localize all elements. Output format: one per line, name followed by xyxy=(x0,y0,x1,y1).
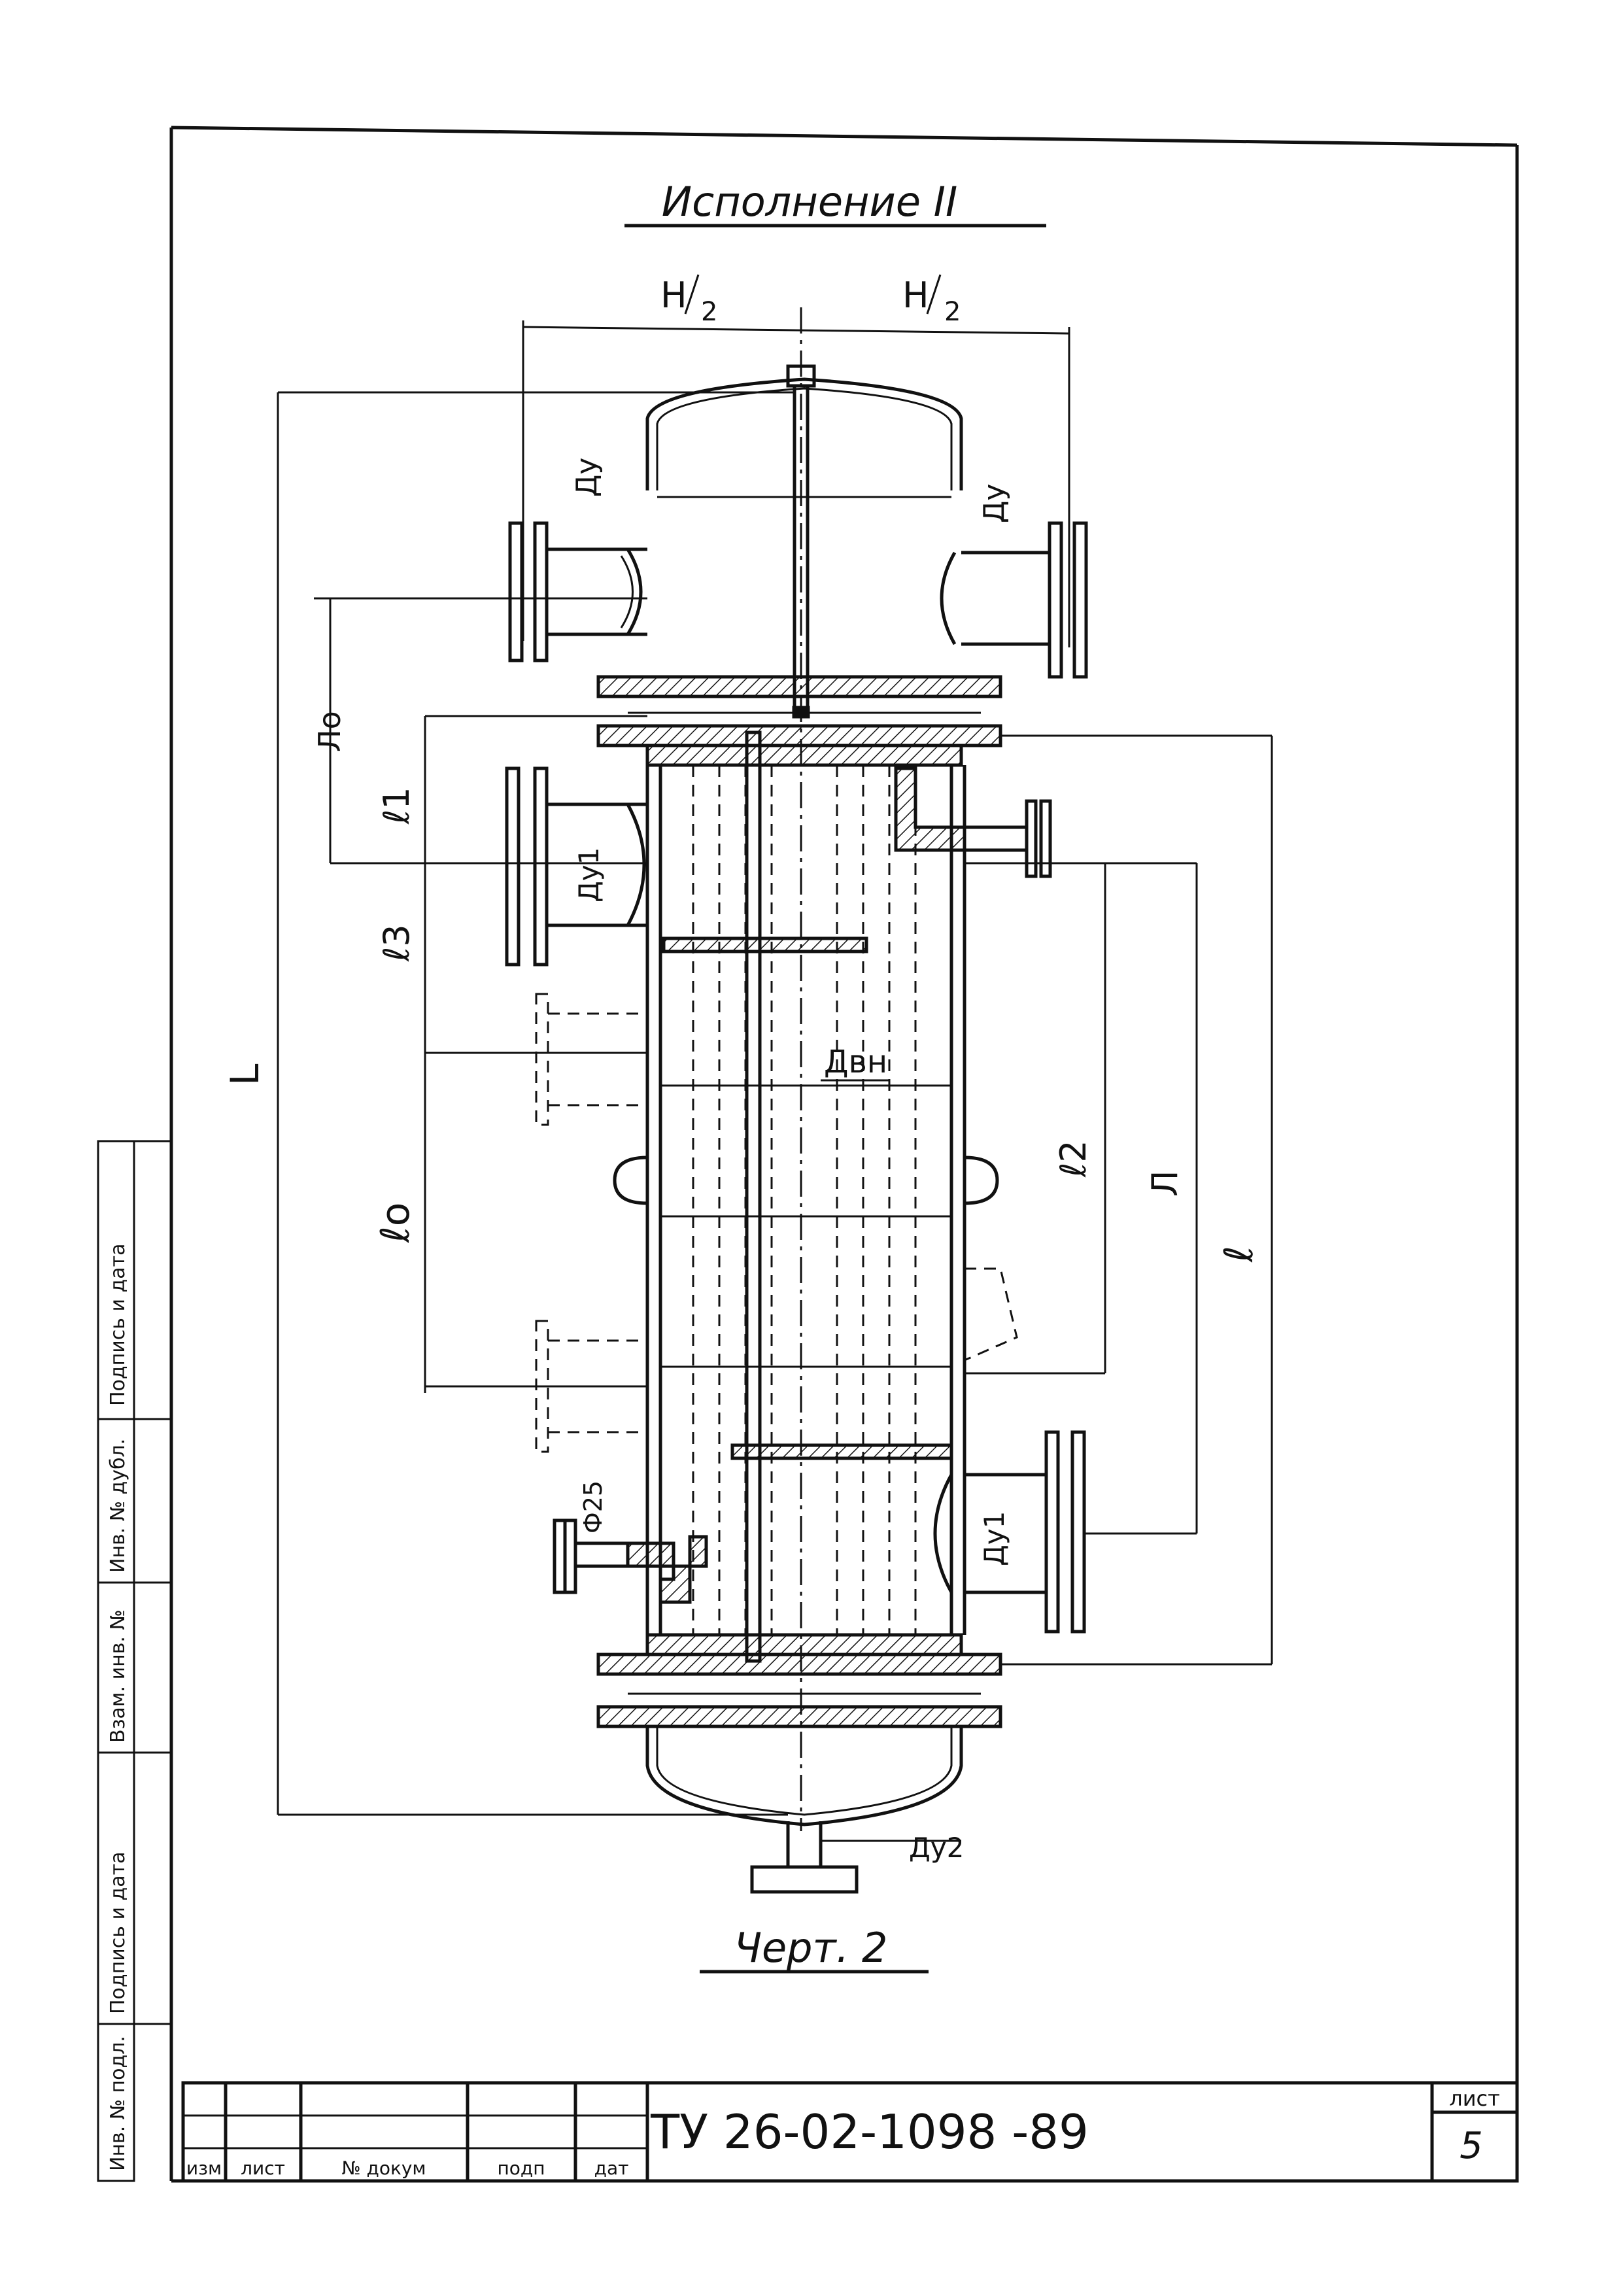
Lo-label: Ло xyxy=(312,711,347,752)
alternate-nozzles-dashed xyxy=(535,993,1018,1453)
shell: Двн xyxy=(613,730,999,1663)
h-half-right-div: 2 xyxy=(944,297,961,327)
col-dokum: № докум xyxy=(341,2157,426,2179)
col-izm: изм xyxy=(186,2157,222,2179)
top-head xyxy=(645,364,963,719)
stamp-inv-dubl: Инв. № дубл. xyxy=(107,1439,129,1573)
dy-right-label: Ду xyxy=(978,484,1011,523)
dy1-top-label: Ду1 xyxy=(573,848,605,902)
top-right-nozzle: Ду xyxy=(940,484,1088,679)
stamp-inv-podl: Инв. № подл. xyxy=(107,2036,129,2171)
title-group: Исполнение II xyxy=(624,178,1046,228)
lower-shell-nozzle: Ду1 xyxy=(933,1430,1086,1634)
dvn-label: Двн xyxy=(824,1044,887,1080)
length-L-dimension: L xyxy=(222,391,794,1816)
caption-group: Черт. 2 xyxy=(700,1924,929,1974)
dy2-label: Ду2 xyxy=(909,1832,964,1864)
document-designation: ТУ 26-02-1098 -89 xyxy=(650,2104,1089,2159)
dy1-bottom-label: Ду1 xyxy=(978,1511,1010,1566)
sheet-number: 5 xyxy=(1460,2125,1483,2167)
drawing-title: Исполнение II xyxy=(662,178,958,226)
col-list: лист xyxy=(241,2157,285,2179)
sheet-label: лист xyxy=(1449,2086,1499,2111)
bottom-flanges xyxy=(596,1633,1002,1728)
top-left-nozzle: Ду xyxy=(508,458,647,662)
stamp-podpis-1: Подпись и дата xyxy=(107,1852,129,2015)
h-half-left-label: H xyxy=(660,275,687,316)
upper-shell-nozzle: Ду1 xyxy=(505,766,647,967)
lower-left-small-nozzle: Ф25 xyxy=(553,1481,708,1604)
left-chain-dimensions: Ло ℓ1 ℓ3 ℓо xyxy=(312,597,647,1393)
top-flanges xyxy=(596,675,1002,767)
stamp-podpis-2: Подпись и дата xyxy=(107,1244,129,1407)
l-label: ℓ xyxy=(1216,1246,1262,1263)
stamp-vzam-inv: Взам. инв. № xyxy=(107,1609,129,1743)
title-block: изм лист № докум подп дат ТУ 26-02-1098 … xyxy=(181,2081,1519,2183)
bottom-head: Ду2 xyxy=(645,1726,964,1894)
l2-label: ℓ2 xyxy=(1053,1140,1094,1178)
upper-right-small-nozzle xyxy=(894,766,1052,878)
phi25-label: Ф25 xyxy=(579,1481,607,1534)
h-dimension: H 2 H 2 xyxy=(522,274,1070,1831)
L-label: L xyxy=(222,1063,268,1086)
col-dat: дат xyxy=(594,2157,629,2179)
side-stamp: Инв. № подл. Подпись и дата Взам. инв. №… xyxy=(97,1140,171,2182)
L-cyr-label: Л xyxy=(1144,1170,1186,1197)
col-podp: подп xyxy=(497,2157,545,2179)
l3-label: ℓ3 xyxy=(376,924,417,962)
lo-label: ℓо xyxy=(373,1203,419,1244)
dy-left-label: Ду xyxy=(570,458,604,497)
right-chain-dimensions: ℓ2 Л ℓ xyxy=(965,734,1273,1666)
l1-label: ℓ1 xyxy=(376,787,417,825)
drawing-caption: Черт. 2 xyxy=(734,1924,888,1972)
h-half-left-div: 2 xyxy=(701,297,717,327)
h-half-right-label: H xyxy=(902,275,929,316)
